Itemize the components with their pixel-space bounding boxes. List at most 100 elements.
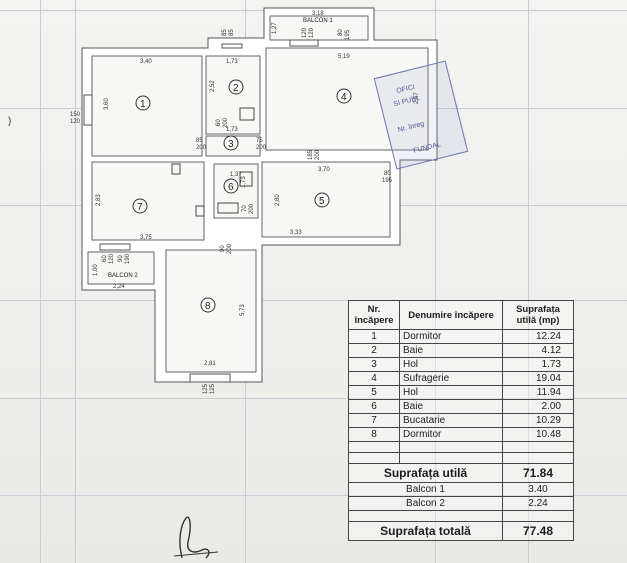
table-row: 2 Baie 4.12: [348, 343, 574, 358]
dimension-label: 3,70: [318, 167, 330, 173]
room-marker-6: 6: [223, 178, 239, 194]
total-area-row: Suprafața totală 77.48: [348, 521, 574, 541]
window: [289, 39, 319, 47]
dimension-label: 185: [308, 149, 314, 160]
grid-line: [435, 0, 436, 563]
grid-line: [0, 398, 627, 399]
fixture: [239, 107, 255, 121]
grid-line: [75, 0, 76, 563]
dimension-label: 5,73: [240, 304, 246, 316]
dimension-label: 90: [118, 255, 124, 262]
dimension-label: 1,27: [272, 22, 278, 34]
dimension-label: 1,73: [226, 59, 238, 65]
dimension-label: 120: [109, 253, 115, 264]
balcony-1-row: Balcon 1 3.40: [348, 482, 574, 497]
dimension-label: 200: [249, 203, 255, 214]
svg-text:5: 5: [319, 196, 325, 207]
room-marker-5: 5: [314, 192, 330, 208]
table-row: 7 Bucatarie 10.29: [348, 413, 574, 428]
dimension-label: 85: [196, 138, 203, 144]
window: [221, 43, 243, 49]
balcony-2-area: [87, 251, 155, 285]
dimension-label: 90: [220, 245, 226, 252]
dimension-label: 2,57: [414, 92, 420, 104]
window: [189, 373, 231, 383]
useful-area-row: Suprafața utilă 71.84: [348, 463, 574, 483]
dimension-label: 120: [309, 27, 315, 38]
table-row: 8 Dormitor 10.48: [348, 427, 574, 442]
dimension-label: 125: [203, 383, 209, 394]
room-marker-1: 1: [135, 95, 151, 111]
column-header-name: Denumire încăpere: [399, 300, 503, 330]
grid-line: [0, 495, 627, 496]
fixture: [239, 171, 253, 187]
table-row-empty: [348, 441, 574, 453]
dimension-label: 195: [382, 178, 393, 184]
dimension-label: 1,73: [241, 176, 247, 188]
area-table: Nr. încăpere Denumire încăpere Suprafața…: [348, 300, 574, 541]
dimension-label: 3,18: [312, 11, 324, 17]
fixture: [171, 163, 181, 175]
balcony-1-area: [269, 15, 369, 41]
table-row-empty: [348, 452, 574, 464]
balcony-2-label: BALCON 2: [108, 273, 138, 279]
dimension-label: 2,52: [210, 80, 216, 92]
dimension-label: 2,80: [275, 194, 281, 206]
table-row-empty: [348, 510, 574, 522]
dimension-label: 70: [242, 205, 248, 212]
dimension-label: 120: [70, 119, 81, 125]
dimension-label: 200: [227, 243, 233, 254]
dimension-label: 5,19: [338, 54, 350, 60]
balcony-2-row: Balcon 2 2.24: [348, 496, 574, 511]
svg-text:4: 4: [341, 92, 347, 103]
column-header-nr: Nr. încăpere: [348, 300, 400, 330]
table-row: 4 Sufragerie 19.04: [348, 371, 574, 386]
dimension-label: 190: [125, 253, 131, 264]
dimension-label: 150: [70, 112, 81, 118]
room-marker-8: 8: [200, 297, 216, 313]
dimension-label: 3,75: [140, 235, 152, 241]
dimension-label: 195: [345, 29, 351, 40]
dimension-label: 1,00: [93, 264, 99, 276]
dimension-label: 60: [216, 119, 222, 126]
room-marker-2: 2: [228, 79, 244, 95]
svg-text:3: 3: [228, 139, 234, 150]
svg-text:2: 2: [233, 83, 239, 94]
room-4-area: [265, 47, 429, 151]
dimension-label: 200: [256, 145, 267, 151]
svg-text:1: 1: [140, 99, 146, 110]
dimension-label: 1,37: [230, 172, 242, 178]
room-marker-3: 3: [223, 135, 239, 151]
dimension-label: 3,60: [104, 98, 110, 110]
dimension-label: 125: [210, 383, 216, 394]
dimension-label: 2,24: [113, 284, 125, 290]
room-7-area: [91, 161, 205, 241]
dimension-label: 85: [222, 29, 228, 36]
balcony-1-label: BALCON 1: [303, 18, 333, 24]
grid-line: [0, 300, 627, 301]
dimension-label: 2,81: [204, 361, 216, 367]
table-row: 6 Baie 2.00: [348, 399, 574, 414]
table-row: 5 Hol 11.94: [348, 385, 574, 400]
dimension-label: 3,33: [290, 230, 302, 236]
window: [99, 243, 131, 251]
dimension-label: 1,73: [226, 127, 238, 133]
svg-text:8: 8: [205, 301, 211, 312]
dimension-label: 60: [102, 255, 108, 262]
dimension-label: 120: [302, 27, 308, 38]
margin-mark: ): [8, 116, 12, 127]
svg-text:7: 7: [137, 202, 143, 213]
signature: [173, 516, 219, 559]
grid-line: [528, 0, 529, 563]
dimension-label: 75: [256, 138, 263, 144]
dimension-label: 2,83: [96, 194, 102, 206]
room-5-area: [261, 161, 391, 238]
room-marker-7: 7: [132, 198, 148, 214]
dimension-label: 85: [229, 29, 235, 36]
room-2-area: [205, 55, 261, 135]
room-marker-4: 4: [336, 88, 352, 104]
fixture: [195, 205, 205, 217]
svg-text:6: 6: [228, 182, 234, 193]
table-row: 3 Hol 1.73: [348, 357, 574, 372]
dimension-label: 200: [315, 149, 321, 160]
